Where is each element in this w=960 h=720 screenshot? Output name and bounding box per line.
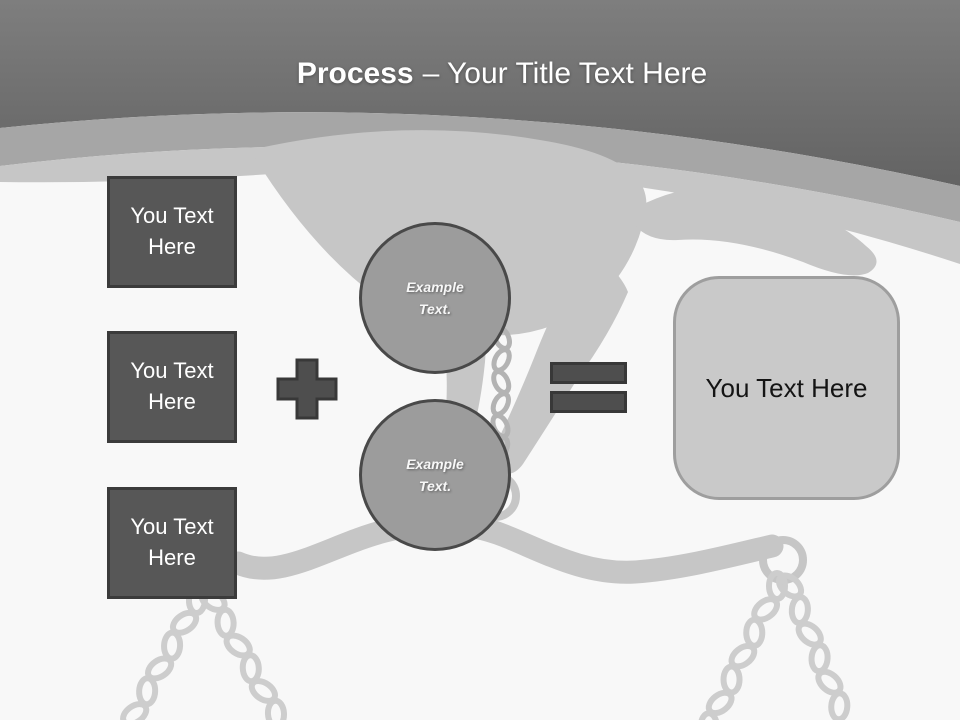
input-box-2: You Text Here (107, 331, 237, 443)
header-arc-medium (0, 112, 960, 222)
slide-title: Process– Your Title Text Here (0, 56, 960, 92)
equals-bar-bottom (550, 391, 627, 413)
example-circle-2-label: Example Text. (406, 455, 464, 494)
equals-icon (550, 362, 627, 413)
title-subtitle: – Your Title Text Here (422, 57, 708, 90)
result-box: You Text Here (673, 276, 900, 500)
input-box-1-label: You Text Here (130, 203, 214, 259)
result-box-label: You Text Here (705, 372, 868, 403)
header-arc-light (0, 146, 960, 264)
input-box-3: You Text Here (107, 487, 237, 599)
example-circle-2: Example Text. (359, 399, 511, 551)
input-box-1: You Text Here (107, 176, 237, 288)
input-box-2-label: You Text Here (130, 358, 214, 414)
input-box-3-label: You Text Here (130, 514, 214, 570)
example-circle-1-label: Example Text. (406, 278, 464, 317)
chains-group (120, 325, 851, 720)
thumb-silhouette (628, 186, 877, 276)
equals-bar-top (550, 362, 627, 384)
header-band (0, 0, 960, 186)
title-keyword: Process (296, 57, 414, 90)
plus-icon (275, 357, 339, 421)
balance-beam (226, 512, 784, 584)
example-circle-1: Example Text. (359, 222, 511, 374)
